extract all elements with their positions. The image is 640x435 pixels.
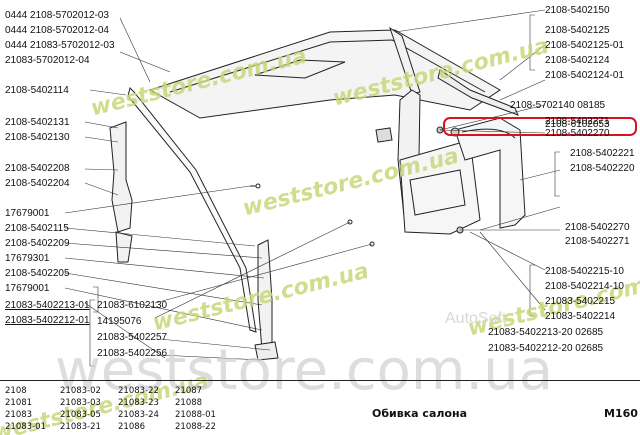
roof-trim-strip bbox=[437, 69, 519, 116]
part-label: 17679001 bbox=[5, 208, 50, 219]
part-label: 2108-5402214-10 bbox=[545, 281, 624, 292]
page-title: Обивка салона bbox=[372, 407, 467, 420]
part-label: 2108-5402208 bbox=[5, 163, 70, 174]
footer bbox=[0, 380, 640, 435]
model-code: 21083-05 bbox=[60, 410, 101, 420]
model-code: 21083 bbox=[5, 410, 33, 420]
model-code: 21083-01 bbox=[5, 422, 46, 432]
model-code: 21083-22 bbox=[118, 386, 159, 396]
a-pillar-trim bbox=[127, 87, 257, 333]
left-pillar-trim bbox=[109, 121, 133, 233]
part-label: 21083-5402214 bbox=[545, 311, 616, 322]
model-code: 21087 bbox=[175, 386, 203, 396]
part-label: 2108-5402124-01 bbox=[545, 70, 624, 81]
part-label: 17679001 bbox=[5, 283, 50, 294]
part-label: 21083-6102130 bbox=[97, 300, 168, 311]
part-label: 2108-5402215-10 bbox=[545, 266, 624, 277]
page-code: M160 bbox=[604, 407, 638, 420]
part-label: 2108-5402209 bbox=[5, 238, 70, 249]
model-code: 21088-22 bbox=[175, 422, 216, 432]
part-label: 2108-5402270 bbox=[545, 128, 610, 139]
watermark-brand: AutoSoft bbox=[445, 310, 507, 327]
model-code: 21088 bbox=[175, 398, 203, 408]
part-label: 2108-5402125 bbox=[545, 25, 610, 36]
highlighted-part-label: 2108-6102053 bbox=[545, 119, 610, 130]
model-code: 21083-24 bbox=[118, 410, 159, 420]
part-label: 2108-5402271 bbox=[545, 116, 610, 127]
part-label: 0444 2108-5702012-03 bbox=[5, 10, 109, 21]
part-label: 21083-5402257 bbox=[97, 332, 168, 343]
part-label: 2108-5402125-01 bbox=[545, 40, 624, 51]
model-code: 21083-23 bbox=[118, 398, 159, 408]
part-label: 21083-5702012-04 bbox=[5, 55, 90, 66]
part-label: 21083-5402212-01 bbox=[5, 315, 90, 326]
part-label: 2108-5402130 bbox=[5, 132, 70, 143]
wheel-arch-trim bbox=[454, 117, 526, 229]
part-label: 2108-5402221 bbox=[570, 148, 635, 159]
part-label: 21083-5402213-20 02685 bbox=[488, 327, 604, 338]
part-label: 2108-5402204 bbox=[5, 178, 70, 189]
part-label: 2108-5402205 bbox=[5, 268, 70, 279]
model-code: 2108 bbox=[5, 386, 27, 396]
part-label: 0444 2108-5702012-04 bbox=[5, 25, 109, 36]
part-label: 2108-5402124 bbox=[545, 55, 610, 66]
part-label: 17679301 bbox=[5, 253, 50, 264]
model-code: 21083-03 bbox=[60, 398, 101, 408]
part-label: 2108-5402114 bbox=[5, 85, 69, 96]
part-label: 2108-5402271 bbox=[565, 236, 630, 247]
highlight-frame bbox=[443, 117, 637, 136]
part-label: 2108-5702140 08185 bbox=[510, 100, 606, 111]
part-label: 21083-5402212-20 02685 bbox=[488, 343, 604, 354]
model-code: 21081 bbox=[5, 398, 33, 408]
rear-side-panel bbox=[399, 139, 481, 235]
part-label: 2108-5402270 bbox=[565, 222, 630, 233]
part-label: 14195076 bbox=[97, 316, 142, 327]
model-code: 21083-02 bbox=[60, 386, 101, 396]
part-label: 0444 21083-5702012-03 bbox=[5, 40, 115, 51]
model-code: 21088-01 bbox=[175, 410, 216, 420]
part-label: 2108-5402150 bbox=[545, 5, 610, 16]
part-label: 21083-5402213-01 bbox=[5, 300, 90, 311]
part-label: 21083-5402256 bbox=[97, 348, 168, 359]
watermark-big: weststore.com.ua bbox=[55, 338, 554, 403]
part-label: 21083-5402215 bbox=[545, 296, 616, 307]
model-code: 21086 bbox=[118, 422, 146, 432]
model-code: 21083-21 bbox=[60, 422, 101, 432]
part-label: 2108-5402131 bbox=[5, 117, 70, 128]
part-label: 2108-5402220 bbox=[570, 163, 635, 174]
part-label: 2108-5402115 bbox=[5, 223, 69, 234]
